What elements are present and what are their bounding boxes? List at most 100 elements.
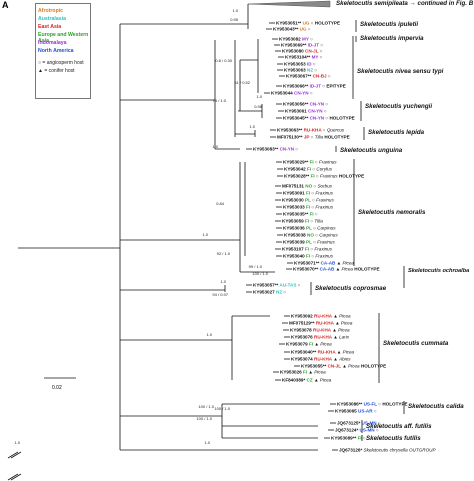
tip-label: KY953091 FI ○ Fraxinus <box>283 191 334 196</box>
tip-label: KF840389* CZ ▲ Picea <box>282 378 332 383</box>
support-value: 100 / 1.0 <box>252 271 268 276</box>
tip-label: KY953107 FI ○ Fraxinus <box>282 247 333 252</box>
support-value: 1.0 <box>204 440 210 445</box>
legend-host-angiosperm: ○ = angiosperm host <box>38 60 84 66</box>
clade-label: Skeletocutis yuchengii <box>365 103 432 110</box>
branch-break-mark <box>7 451 19 459</box>
clade-label: Skeletocutis futilis <box>366 435 421 442</box>
support-value: 100 / 1.0 <box>196 416 212 421</box>
tip-label: KY953057** AU-TAS ○ <box>253 283 301 288</box>
tip-label: KY953065 US-AR ○ <box>335 409 377 414</box>
tip-label: KY953083** CN-YN ○ <box>253 147 298 152</box>
legend-region-east-asia: East Asia <box>38 24 62 30</box>
legend-region-australasia: Australasia <box>38 16 66 22</box>
legend-region-north-america: North America <box>38 48 74 54</box>
clade-label: Skeletocutis impervia <box>360 35 424 42</box>
tip-label: KY953042 FI ○ Corylus <box>284 167 333 172</box>
tip-label: KY953061 CN-YN ○ <box>285 109 327 114</box>
clade-label: Skeletocutis ochroalba <box>408 268 469 274</box>
tip-label: KY953030 PL ○ Fraxinus <box>282 198 334 203</box>
support-value: 1.0 <box>14 440 20 445</box>
tip-label: KY953059 FI ○ Tilia <box>282 219 323 224</box>
clade-label: Skeletocutis semipileata → continued in … <box>336 0 474 7</box>
tip-label: KY953056** CN-YN ○ <box>283 102 328 107</box>
tip-label: KY953063** RU-KHA ○ Quercus <box>277 128 345 133</box>
support-value: 1.0 <box>232 8 238 13</box>
tip-label: KY953104** MY ○ <box>285 55 323 60</box>
tip-label: JQ673124* US-MN ○ <box>335 428 379 433</box>
tip-label: KY953066** ID-JT ○ EPITYPE <box>283 84 346 89</box>
tip-label: KY953055** CN-JL ▲ Picea HOLOTYPE <box>301 364 386 369</box>
clade-label: Skeletocutis unguina <box>340 147 403 154</box>
support-value: 100 / 1.0 <box>214 406 230 411</box>
legend-region-afrotropic: Afrotropic <box>38 8 64 14</box>
support-value: 1.0 <box>220 279 226 284</box>
clade-label: Skeletocutis ipuletii <box>360 21 418 28</box>
support-value: 1.0 <box>206 332 212 337</box>
legend: Afrotropic Australasia East Asia Europe … <box>35 3 91 99</box>
tip-label: KY953028** FI ○ Fraxinus HOLOTYPE <box>284 174 364 179</box>
tip-label: KY953038 NO ○ Carpinus <box>284 233 338 238</box>
tip-label: JQ673125* US-MN ○ <box>337 421 381 426</box>
tip-label: KY953033 FI ○ Fraxinus <box>283 205 334 210</box>
legend-region-europe: Europe and Western Asia <box>38 32 89 44</box>
clade-label: Skeletocutis coprosmae <box>315 285 387 292</box>
tip-label: KY953051** UG ○ HOLOTYPE <box>276 21 340 26</box>
support-value: 0.98 <box>254 104 263 109</box>
tip-label: KY953035** FI ○ <box>283 212 318 217</box>
support-value: 0.8 / 0.30 <box>215 58 232 63</box>
support-value: 0.84 <box>216 201 225 206</box>
circle-icon: ○ <box>38 60 42 66</box>
tip-label: KY953039 PL ○ Fraxinus <box>283 240 335 245</box>
tip-label: KY953036 PL ○ Carpinus <box>283 226 336 231</box>
tip-label: KY953071** CA-AB ▲ Picea <box>294 261 354 266</box>
branch-break-mark <box>10 451 22 459</box>
tip-label: KY953044 CN-YN ○ <box>271 91 313 96</box>
tip-label: KY953086** US-FL ○ HOLOTYPE <box>337 402 408 407</box>
tip-label: KY953080 CN-JL ○ <box>282 49 323 54</box>
clade-label: Skeletocutis lepida <box>368 129 425 136</box>
support-value: 92 / 1.0 <box>217 251 231 256</box>
tip-label: JQ673126* Skeletocutis chrysella OUTGROU… <box>339 448 436 453</box>
tip-label: KY953082 MY ○ <box>279 37 313 42</box>
tip-label: KY953040 FI ○ Fraxinus <box>283 254 334 259</box>
tip-label: KY953079 FI ▲ Picea <box>286 342 332 347</box>
tip-label: KY953026 FI ▲ Picea <box>280 370 326 375</box>
support-value: 0.95 <box>230 17 239 22</box>
tip-label: KY953063 NZ ○ <box>284 68 317 73</box>
tip-label: KY953089** FI ○ <box>331 436 366 441</box>
tip-label: KY953027 NZ ○ <box>253 290 286 295</box>
tip-label: KY953074 RU-KHA ▲ Abies <box>291 357 351 362</box>
collapsed-clade-wedge <box>247 0 331 8</box>
clade-label: Skeletocutis aff. futilis <box>366 423 432 430</box>
tip-label: KY953092 RU-KHA ▲ Picea <box>291 314 351 319</box>
clade-label: Skeletocutis calida <box>408 403 464 410</box>
branch-break-mark <box>7 473 19 481</box>
support-value: 1.0 <box>249 124 255 129</box>
scale-bar-label: 0.02 <box>52 385 62 391</box>
tip-label: KY953076 RU-KHA ▲ Larix <box>291 335 350 340</box>
support-value: 1.0 <box>256 94 262 99</box>
tip-label: KY953067** CN-BJ ○ <box>286 74 331 79</box>
tip-label: KY953078 RU-KHA ▲ Picea <box>290 328 350 333</box>
tip-label: KY953040** RU-KHA ▲ Picea <box>291 350 355 355</box>
tip-label: KY953029** FI ○ Fraxinus <box>283 160 337 165</box>
support-value: 100 / 1.0 <box>198 404 214 409</box>
panel-label: A <box>2 0 9 10</box>
tip-label: KY953053 ID ○ <box>284 62 316 67</box>
support-value: 61 / 0.52 <box>234 80 250 85</box>
legend-host-conifer: ▲ = conifer host <box>38 68 75 74</box>
tip-label: KY953043** UG ○ <box>273 27 311 32</box>
clade-label: Skeletocutis cummata <box>383 340 449 347</box>
support-value: 75 / 1.0 <box>213 98 227 103</box>
clade-label: Skeletocutis nivea sensu typi <box>357 68 444 75</box>
triangle-icon: ▲ <box>38 68 43 74</box>
branch-break-mark <box>10 473 22 481</box>
tip-label: MF075131 NO ○ Sorbus <box>282 184 333 189</box>
support-value: 99 / 1.0 <box>249 264 263 269</box>
clade-label: Skeletocutis nemoralis <box>358 209 426 216</box>
tip-label: KY953045** CN-YN ○ HOLOTYPE <box>283 116 355 121</box>
support-value: 1.0 <box>202 232 208 237</box>
tip-label: KY953070** CA-AB ▲ Picea HOLOTYPE <box>293 267 380 272</box>
